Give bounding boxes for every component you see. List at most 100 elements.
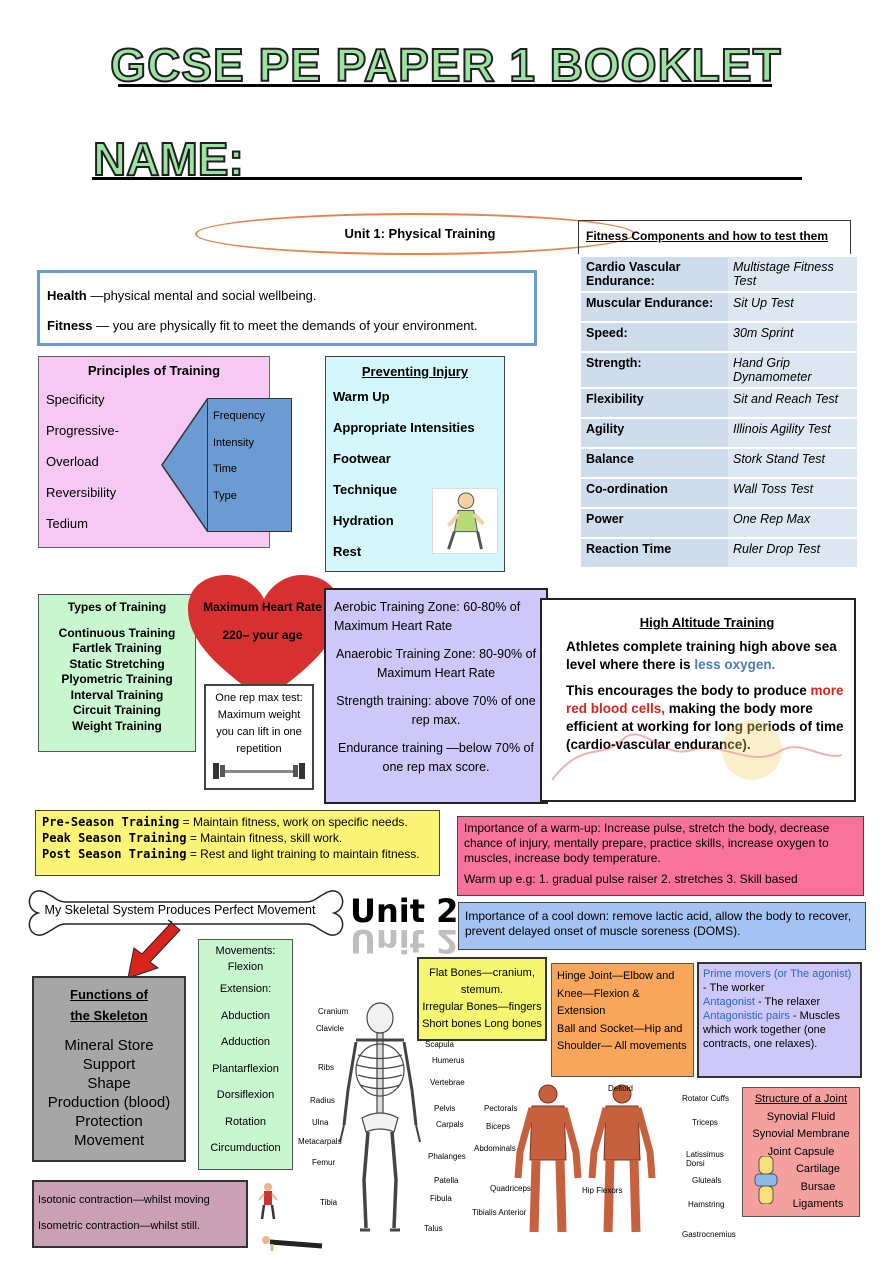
muscle-label: Tibialis Anterior bbox=[472, 1208, 527, 1217]
barbell-icon bbox=[213, 763, 305, 779]
warm-up-importance: Importance of a warm-up: Increase pulse,… bbox=[464, 821, 830, 865]
fitness-row: Muscular Endurance:Sit Up Test bbox=[581, 293, 857, 321]
fitness-row: Strength:Hand Grip Dynamometer bbox=[581, 353, 857, 387]
fitness-component: Speed: bbox=[581, 323, 728, 351]
unit2-title: Unit 2 bbox=[350, 892, 459, 930]
principle-item: Overload bbox=[46, 454, 99, 469]
unit1-ellipse bbox=[195, 213, 635, 255]
skeleton-label: Talus bbox=[424, 1224, 443, 1233]
fitness-definition: Fitness — you are physically fit to meet… bbox=[47, 318, 478, 333]
pre-season: Pre-Season Training = Maintain fitness, … bbox=[42, 815, 408, 829]
injury-item: Appropriate Intensities bbox=[333, 420, 475, 435]
unit1-title: Unit 1: Physical Training bbox=[344, 226, 496, 241]
fitt-item: Type bbox=[213, 489, 237, 502]
heart-icon bbox=[188, 575, 340, 701]
prime-movers: Prime movers (or The agonist) - The work… bbox=[703, 968, 852, 994]
training-type: Continuous Training bbox=[58, 625, 176, 640]
skeleton-function: Movement bbox=[73, 1132, 145, 1149]
ball-socket-joint: Ball and Socket—Hip and Shoulder— All mo… bbox=[557, 1022, 687, 1053]
booklet-title: GCSE PE PAPER 1 BOOKLET bbox=[109, 38, 782, 92]
fitness-test: Sit and Reach Test bbox=[728, 389, 857, 417]
movement-item: Extension: bbox=[219, 983, 272, 995]
isotonic-contraction: Isotonic contraction—whilst moving bbox=[38, 1194, 210, 1206]
joint-structure-item: Cartilage bbox=[795, 1163, 841, 1175]
muscle-label: Pectorals bbox=[484, 1104, 518, 1113]
plank-figure-icon bbox=[262, 1236, 323, 1251]
skeleton-label: Vertebrae bbox=[430, 1078, 465, 1087]
one-rep-max-box: One rep max test: Maximum weight you can… bbox=[204, 684, 314, 790]
fitness-row: Speed:30m Sprint bbox=[581, 323, 857, 351]
fitness-test: 30m Sprint bbox=[728, 323, 857, 351]
movement-item: Adduction bbox=[221, 1036, 270, 1048]
principle-item: Specificity bbox=[46, 392, 105, 407]
fitness-component: Strength: bbox=[581, 353, 728, 387]
preventing-injury-title: Preventing Injury bbox=[361, 364, 469, 379]
movement-item: Rotation bbox=[225, 1115, 266, 1128]
fitness-component: Co-ordination bbox=[581, 479, 728, 507]
anaerobic-zone: Anaerobic Training Zone: 80-90% of Maxim… bbox=[335, 647, 537, 680]
fitness-test: Hand Grip Dynamometer bbox=[728, 353, 857, 387]
movements-title: Movements: bbox=[215, 945, 276, 957]
altitude-title: High Altitude Training bbox=[639, 615, 775, 630]
fitness-component: Reaction Time bbox=[581, 539, 728, 567]
skeleton-function: Protection bbox=[75, 1113, 143, 1130]
muscle-label: Biceps bbox=[486, 1122, 511, 1131]
fitness-test: Illinois Agility Test bbox=[728, 419, 857, 447]
muscle-diagram bbox=[514, 1084, 656, 1233]
peak-season: Peak Season Training = Maintain fitness,… bbox=[42, 831, 343, 845]
injury-item: Technique bbox=[333, 482, 398, 497]
high-altitude-training-box: High Altitude Training Athletes complete… bbox=[540, 598, 856, 802]
red-arrow-icon bbox=[127, 919, 181, 979]
fitness-components-title: Fitness Components and how to test them bbox=[578, 220, 851, 254]
fitness-test: Sit Up Test bbox=[728, 293, 857, 321]
injury-item: Hydration bbox=[333, 513, 394, 528]
fitt-box: Frequency Intensity Time Type bbox=[207, 398, 292, 532]
skeleton-label: Metacarpals bbox=[298, 1137, 342, 1146]
skeleton-label: Patella bbox=[434, 1176, 459, 1185]
fitness-component: Agility bbox=[581, 419, 728, 447]
max-heart-rate-formula: 220– your age bbox=[222, 628, 303, 642]
joint-structure-item: Bursae bbox=[800, 1180, 836, 1193]
antagonist: Antagonist - The relaxer bbox=[703, 996, 821, 1008]
principle-item: Tedium bbox=[46, 516, 88, 531]
injury-item: Rest bbox=[333, 544, 362, 559]
injured-person-icon bbox=[432, 488, 498, 554]
skeleton-label: Ribs bbox=[318, 1063, 335, 1072]
skeleton-label: Ulna bbox=[312, 1118, 329, 1127]
one-rep-max-text: One rep max test: Maximum weight you can… bbox=[215, 692, 303, 755]
skeletal-mnemonic: My Skeletal System Produces Perfect Move… bbox=[44, 903, 316, 917]
antagonistic-pairs: Antagonistic pairs - Muscles which work … bbox=[703, 1010, 840, 1050]
altitude-paragraph-1: Athletes complete training high above se… bbox=[566, 639, 837, 672]
joint-structure-title: Structure of a Joint bbox=[754, 1093, 848, 1105]
muscle-label: Rotator Cuffs bbox=[682, 1094, 729, 1103]
contraction-types-box: Isotonic contraction—whilst moving Isome… bbox=[32, 1180, 248, 1248]
training-type: Fartlek Training bbox=[72, 641, 162, 655]
mountain-sun-icon bbox=[552, 720, 842, 781]
movement-item: Plantarflexion bbox=[212, 1062, 279, 1075]
name-input-line[interactable] bbox=[92, 177, 802, 180]
fitness-test: Stork Stand Test bbox=[728, 449, 857, 477]
fitness-test: Multistage Fitness Test bbox=[728, 257, 857, 291]
fitness-test: Wall Toss Test bbox=[728, 479, 857, 507]
warm-up-box: Importance of a warm-up: Increase pulse,… bbox=[457, 816, 864, 896]
fitness-components-table: Cardio Vascular Endurance:Multistage Fit… bbox=[581, 255, 857, 569]
skeleton-label: Fibula bbox=[430, 1194, 452, 1203]
skeleton-label: Radius bbox=[310, 1096, 335, 1105]
cool-down-box: Importance of a cool down: remove lactic… bbox=[458, 902, 866, 950]
types-of-training-box: Types of Training Continuous Training Fa… bbox=[38, 594, 196, 752]
joint-types-box: Hinge Joint—Elbow and Knee—Flexion & Ext… bbox=[551, 963, 694, 1077]
structure-of-joint-box: Structure of a Joint Synovial Fluid Syno… bbox=[742, 1087, 860, 1217]
muscle-label: Deltoid bbox=[608, 1084, 633, 1093]
fitness-component: Power bbox=[581, 509, 728, 537]
muscle-label: Gluteals bbox=[692, 1176, 722, 1185]
season-training-box: Pre-Season Training = Maintain fitness, … bbox=[35, 810, 440, 876]
skeleton-label: Humerus bbox=[432, 1056, 465, 1065]
training-type: Circuit Training bbox=[72, 703, 161, 717]
fitt-item: Frequency bbox=[213, 410, 265, 422]
movement-item: Flexion bbox=[227, 961, 264, 973]
training-type: Interval Training bbox=[70, 687, 164, 702]
injury-item: Footwear bbox=[333, 451, 391, 466]
